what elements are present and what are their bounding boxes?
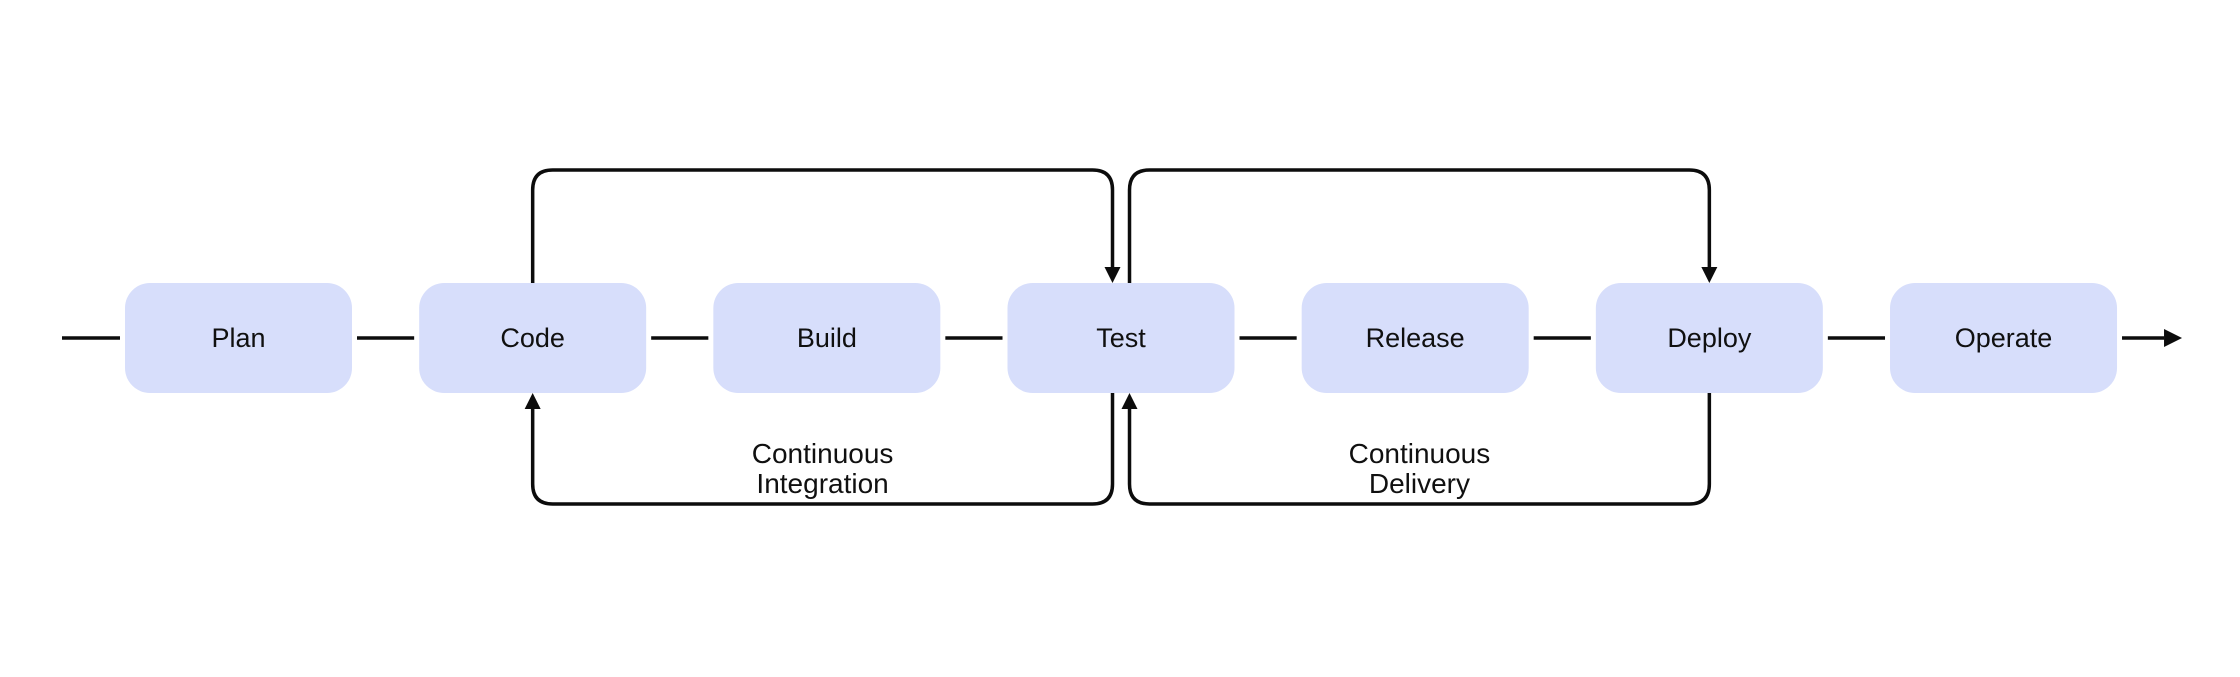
stage-box-operate [1890,283,2118,393]
stage-label-code: Code [500,323,565,353]
continuous-delivery-return-arrow [1127,393,1712,506]
arrowhead-up-icon [1121,393,1138,409]
continuous-delivery-label-line2: Delivery [1369,468,1470,499]
stage-label-build: Build [797,323,857,353]
arrowhead-down-icon [1701,267,1718,283]
continuous-integration-label-line1: Continuous [752,438,894,469]
stage-box-code [419,283,647,393]
stage-box-plan [125,283,352,393]
stage-box-test [1007,283,1235,393]
stage-label-release: Release [1366,323,1465,353]
continuous-integration-label-line2: Integration [756,468,888,499]
stage-box-deploy [1595,283,1823,393]
stage-label-deploy: Deploy [1667,323,1752,353]
stage-label-plan: Plan [211,323,265,353]
arrowhead-down-icon [1104,267,1121,283]
stage-box-build [713,283,941,393]
arrowhead-up-icon [524,393,541,409]
stage-box-release [1301,283,1529,393]
continuous-integration-forward-arrow [530,168,1115,283]
stage-label-operate: Operate [1955,323,2053,353]
stage-label-test: Test [1096,323,1146,353]
continuous-delivery-forward-arrow [1127,168,1712,283]
continuous-integration-return-arrow [530,393,1115,506]
arrowhead-right-icon [2164,329,2183,347]
continuous-delivery-label-line1: Continuous [1349,438,1491,469]
